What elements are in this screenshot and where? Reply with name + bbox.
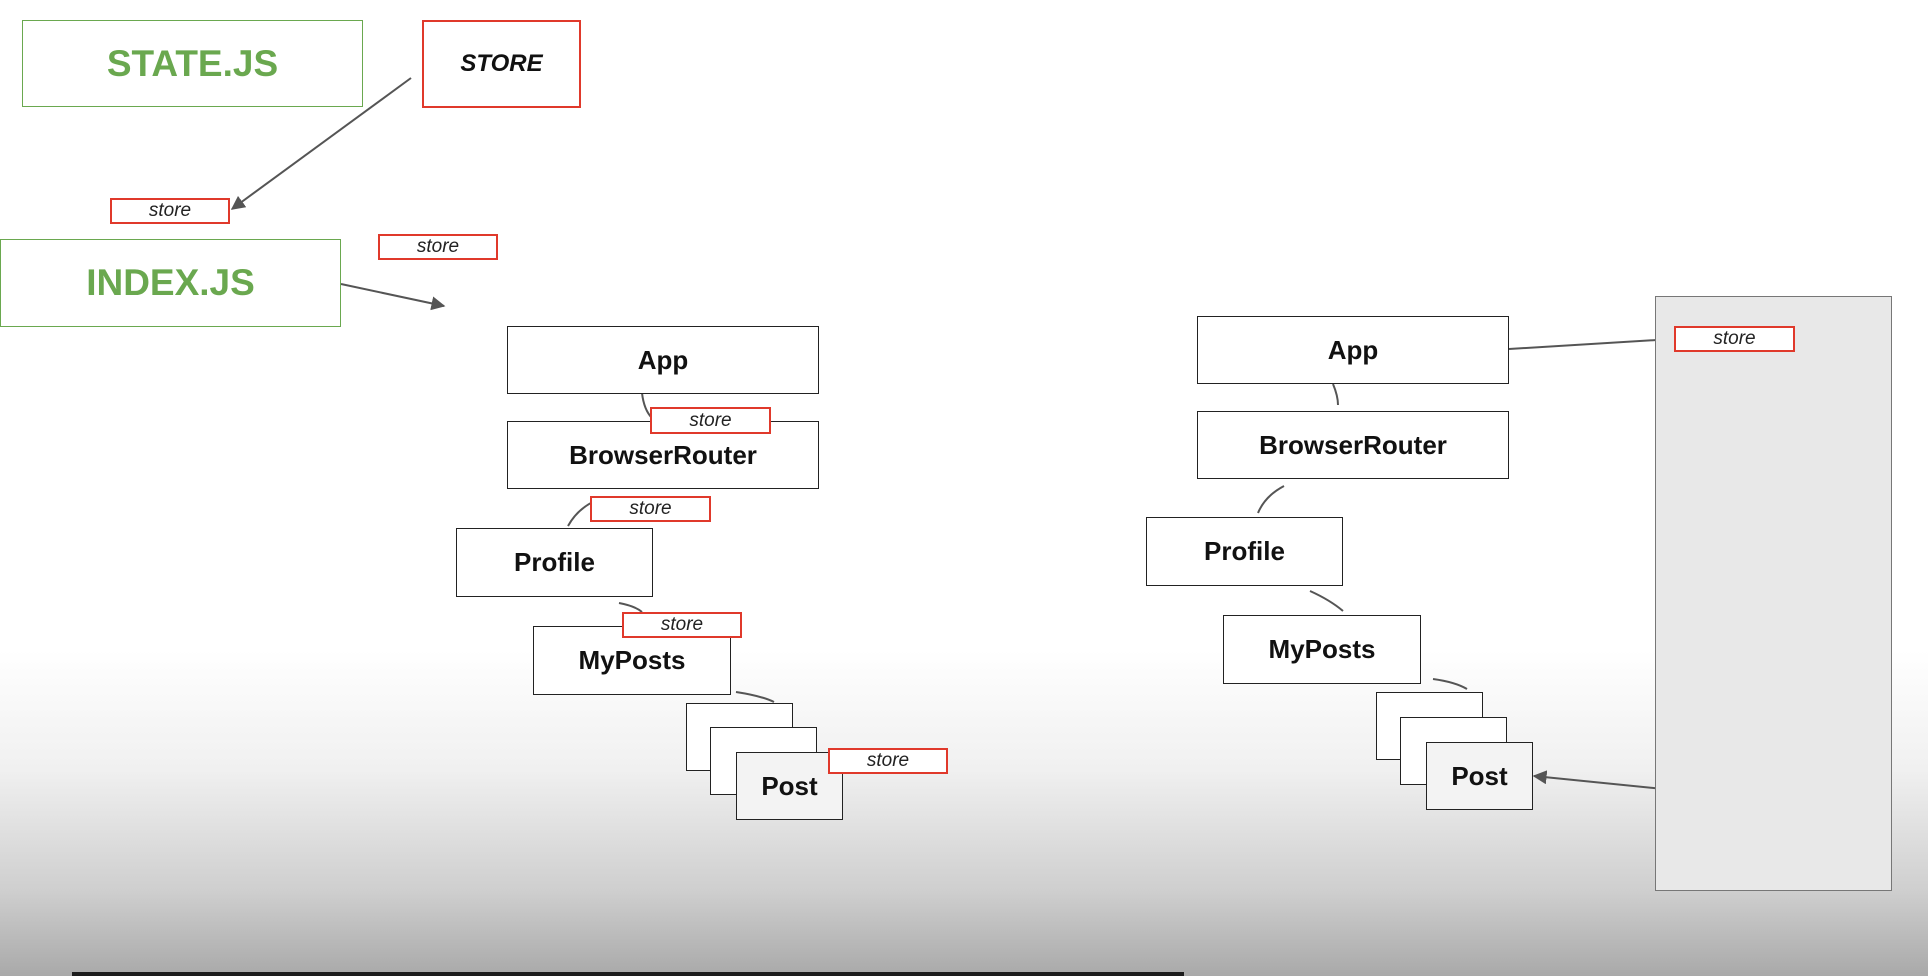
right-profile-to-myposts-link [1309,590,1344,612]
store-tag-context: store [1674,326,1795,352]
context-store-panel [1655,296,1892,891]
store-tag-index-out: store [378,234,498,260]
store-tag-browser-router: store [590,496,711,522]
right-profile-label: Profile [1204,536,1285,566]
right-browser-router-box: BrowserRouter [1197,411,1509,479]
store-box: STORE [422,20,581,108]
right-myposts-to-post-link [1432,678,1468,690]
right-browser-router-label: BrowserRouter [1259,429,1447,460]
state-js-label: STATE.JS [106,42,279,84]
browser-router-label: BrowserRouter [569,439,757,470]
store-tag-profile: store [622,612,742,638]
index-js-box: INDEX.JS [0,239,341,327]
app-to-context-store-arrow [1508,332,1675,350]
right-myposts-label: MyPosts [1268,634,1376,664]
profile-to-myposts-link [618,602,643,613]
index-js-label: INDEX.JS [86,262,255,303]
myposts-to-post-link [735,691,775,703]
right-profile-box: Profile [1146,517,1343,586]
profile-box: Profile [456,528,653,597]
right-router-to-profile-link [1257,485,1285,514]
right-myposts-box: MyPosts [1223,615,1421,684]
store-tag-post: store [828,748,948,774]
right-post-box: Post [1426,742,1533,810]
post-box: Post [736,752,843,820]
store-tag-index-in: store [110,198,230,224]
right-app-label: App [1327,334,1379,365]
right-app-box: App [1197,316,1509,384]
state-js-box: STATE.JS [22,20,363,107]
post-label: Post [761,770,818,801]
video-progress-bar[interactable] [72,972,1184,976]
myposts-label: MyPosts [578,645,686,675]
right-app-to-router-link [1332,383,1339,406]
profile-label: Profile [514,547,595,577]
store-tag-app: store [650,407,771,434]
right-post-label: Post [1451,760,1508,791]
store-box-label: STORE [460,50,543,77]
app-box: App [507,326,819,394]
app-label: App [637,344,689,375]
index-to-app-arrow [340,283,446,311]
